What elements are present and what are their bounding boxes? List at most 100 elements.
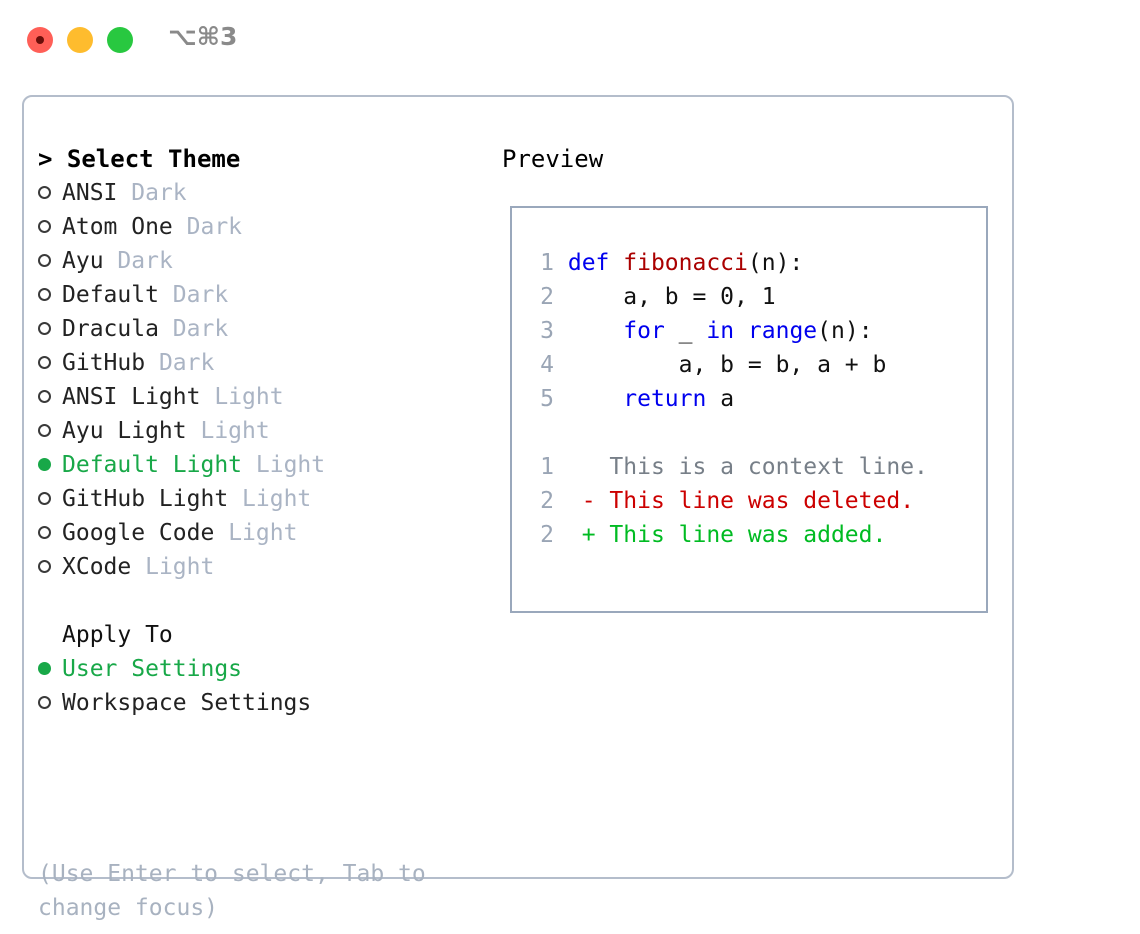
theme-variant-badge: Light bbox=[200, 418, 270, 444]
diff-marker bbox=[582, 454, 610, 480]
diff-line: 2 + This line was added. bbox=[528, 518, 928, 552]
theme-option-label: Atom One bbox=[62, 214, 173, 240]
apply-to-option-user-settings[interactable]: User Settings bbox=[38, 652, 478, 686]
list-spacer bbox=[38, 584, 478, 618]
apply-to-option-label: User Settings bbox=[62, 656, 243, 682]
code-line-number: 1 bbox=[540, 250, 554, 276]
theme-option-ayu[interactable]: Ayu Dark bbox=[38, 244, 478, 278]
close-window-button[interactable] bbox=[27, 27, 53, 53]
radio-unselected-icon bbox=[38, 312, 62, 346]
theme-option-label: ANSI Light bbox=[62, 384, 201, 410]
diff-line-number: 2 bbox=[540, 522, 554, 548]
theme-option-ansi[interactable]: ANSI Dark bbox=[38, 176, 478, 210]
code-token bbox=[568, 386, 623, 412]
radio-unselected-icon bbox=[38, 482, 62, 516]
theme-option-label: XCode bbox=[62, 554, 132, 580]
code-line-number: 2 bbox=[540, 284, 554, 310]
theme-option-xcode[interactable]: XCode Light bbox=[38, 550, 478, 584]
theme-option-default-light[interactable]: Default Light Light bbox=[38, 448, 478, 482]
code-token: a, b = 0, 1 bbox=[567, 284, 776, 310]
radio-unselected-icon bbox=[38, 516, 62, 550]
theme-variant-badge: Dark bbox=[172, 282, 229, 308]
theme-option-ansi-light[interactable]: ANSI Light Light bbox=[38, 380, 478, 414]
code-token: a bbox=[706, 386, 735, 412]
theme-option-atom-one[interactable]: Atom One Dark bbox=[38, 210, 478, 244]
minimize-window-button[interactable] bbox=[67, 27, 93, 53]
radio-unselected-icon bbox=[38, 414, 62, 448]
theme-option-default[interactable]: Default Dark bbox=[38, 278, 478, 312]
diff-line-text: This is a context line. bbox=[609, 454, 928, 480]
radio-unselected-icon bbox=[38, 176, 62, 210]
code-token: def bbox=[567, 250, 624, 276]
theme-variant-badge: Dark bbox=[186, 214, 243, 240]
theme-option-label: Ayu Light bbox=[62, 418, 187, 444]
diff-line: 2 - This line was deleted. bbox=[528, 484, 928, 518]
radio-unselected-icon bbox=[38, 210, 62, 244]
apply-to-option-label: Workspace Settings bbox=[62, 690, 312, 716]
code-token: (n): bbox=[747, 250, 804, 276]
theme-variant-badge: Dark bbox=[158, 350, 215, 376]
code-line: 3 for _ in range(n): bbox=[528, 314, 928, 348]
code-line-number: 5 bbox=[540, 386, 554, 412]
theme-variant-badge: Dark bbox=[172, 316, 229, 342]
radio-unselected-icon bbox=[38, 550, 62, 584]
title-bar: ⌥⌘3 bbox=[0, 0, 1140, 78]
theme-option-github-light[interactable]: GitHub Light Light bbox=[38, 482, 478, 516]
theme-option-label: GitHub bbox=[62, 350, 146, 376]
code-token: (n): bbox=[817, 318, 873, 344]
diff-marker: + bbox=[581, 522, 610, 548]
code-line: 1 def fibonacci(n): bbox=[528, 246, 928, 280]
code-token: range bbox=[747, 318, 818, 344]
code-line-number: 4 bbox=[540, 352, 554, 378]
theme-list-header: > Select Theme bbox=[38, 145, 241, 173]
code-token: _ bbox=[664, 318, 707, 344]
radio-unselected-icon bbox=[38, 380, 62, 414]
code-token: in bbox=[706, 318, 735, 344]
code-token: a, b = b, a + b bbox=[567, 352, 887, 378]
radio-unselected-icon bbox=[38, 346, 62, 380]
diff-line: 1 This is a context line. bbox=[528, 450, 928, 484]
keyboard-hint-text: (Use Enter to select, Tab to change focu… bbox=[38, 861, 440, 921]
theme-option-label: Default bbox=[62, 282, 159, 308]
radio-unselected-icon bbox=[38, 278, 62, 312]
theme-option-label: ANSI bbox=[62, 180, 118, 206]
code-line-number: 3 bbox=[540, 318, 554, 344]
theme-option-dracula[interactable]: Dracula Dark bbox=[38, 312, 478, 346]
theme-option-ayu-light[interactable]: Ayu Light Light bbox=[38, 414, 478, 448]
diff-line-text: This line was added. bbox=[609, 522, 887, 548]
radio-selected-icon bbox=[38, 448, 62, 482]
theme-option-label: Ayu bbox=[62, 248, 104, 274]
theme-option-label: GitHub Light bbox=[62, 486, 229, 512]
maximize-window-button[interactable] bbox=[107, 27, 133, 53]
theme-variant-badge: Dark bbox=[131, 180, 187, 206]
diff-line-number: 1 bbox=[540, 454, 554, 480]
theme-option-label: Dracula bbox=[62, 316, 159, 342]
diff-line-text: This line was deleted. bbox=[609, 488, 915, 514]
theme-variant-badge: Light bbox=[228, 520, 298, 546]
preview-title: Preview bbox=[502, 145, 604, 173]
apply-to-option-workspace-settings[interactable]: Workspace Settings bbox=[38, 686, 478, 720]
preview-divider-space bbox=[528, 416, 928, 450]
theme-option-label: Google Code bbox=[62, 520, 215, 546]
theme-option-label: Default Light bbox=[62, 452, 243, 478]
code-token: fibonacci bbox=[623, 250, 748, 276]
diff-line-number: 2 bbox=[540, 488, 554, 514]
diff-marker: - bbox=[581, 488, 610, 514]
radio-unselected-icon bbox=[38, 244, 62, 278]
radio-unselected-icon bbox=[38, 686, 62, 720]
theme-option-google-code[interactable]: Google Code Light bbox=[38, 516, 478, 550]
code-line: 5 return a bbox=[528, 382, 928, 416]
theme-variant-badge: Light bbox=[214, 384, 284, 410]
keyboard-shortcut-label: ⌥⌘3 bbox=[168, 22, 238, 51]
preview-panel: Preview 1 def fibonacci(n):2 a, b = 0, 1… bbox=[502, 142, 1002, 613]
code-line: 2 a, b = 0, 1 bbox=[528, 280, 928, 314]
theme-variant-badge: Light bbox=[242, 486, 312, 512]
code-token: return bbox=[623, 386, 707, 412]
code-token bbox=[568, 318, 623, 344]
theme-option-github[interactable]: GitHub Dark bbox=[38, 346, 478, 380]
